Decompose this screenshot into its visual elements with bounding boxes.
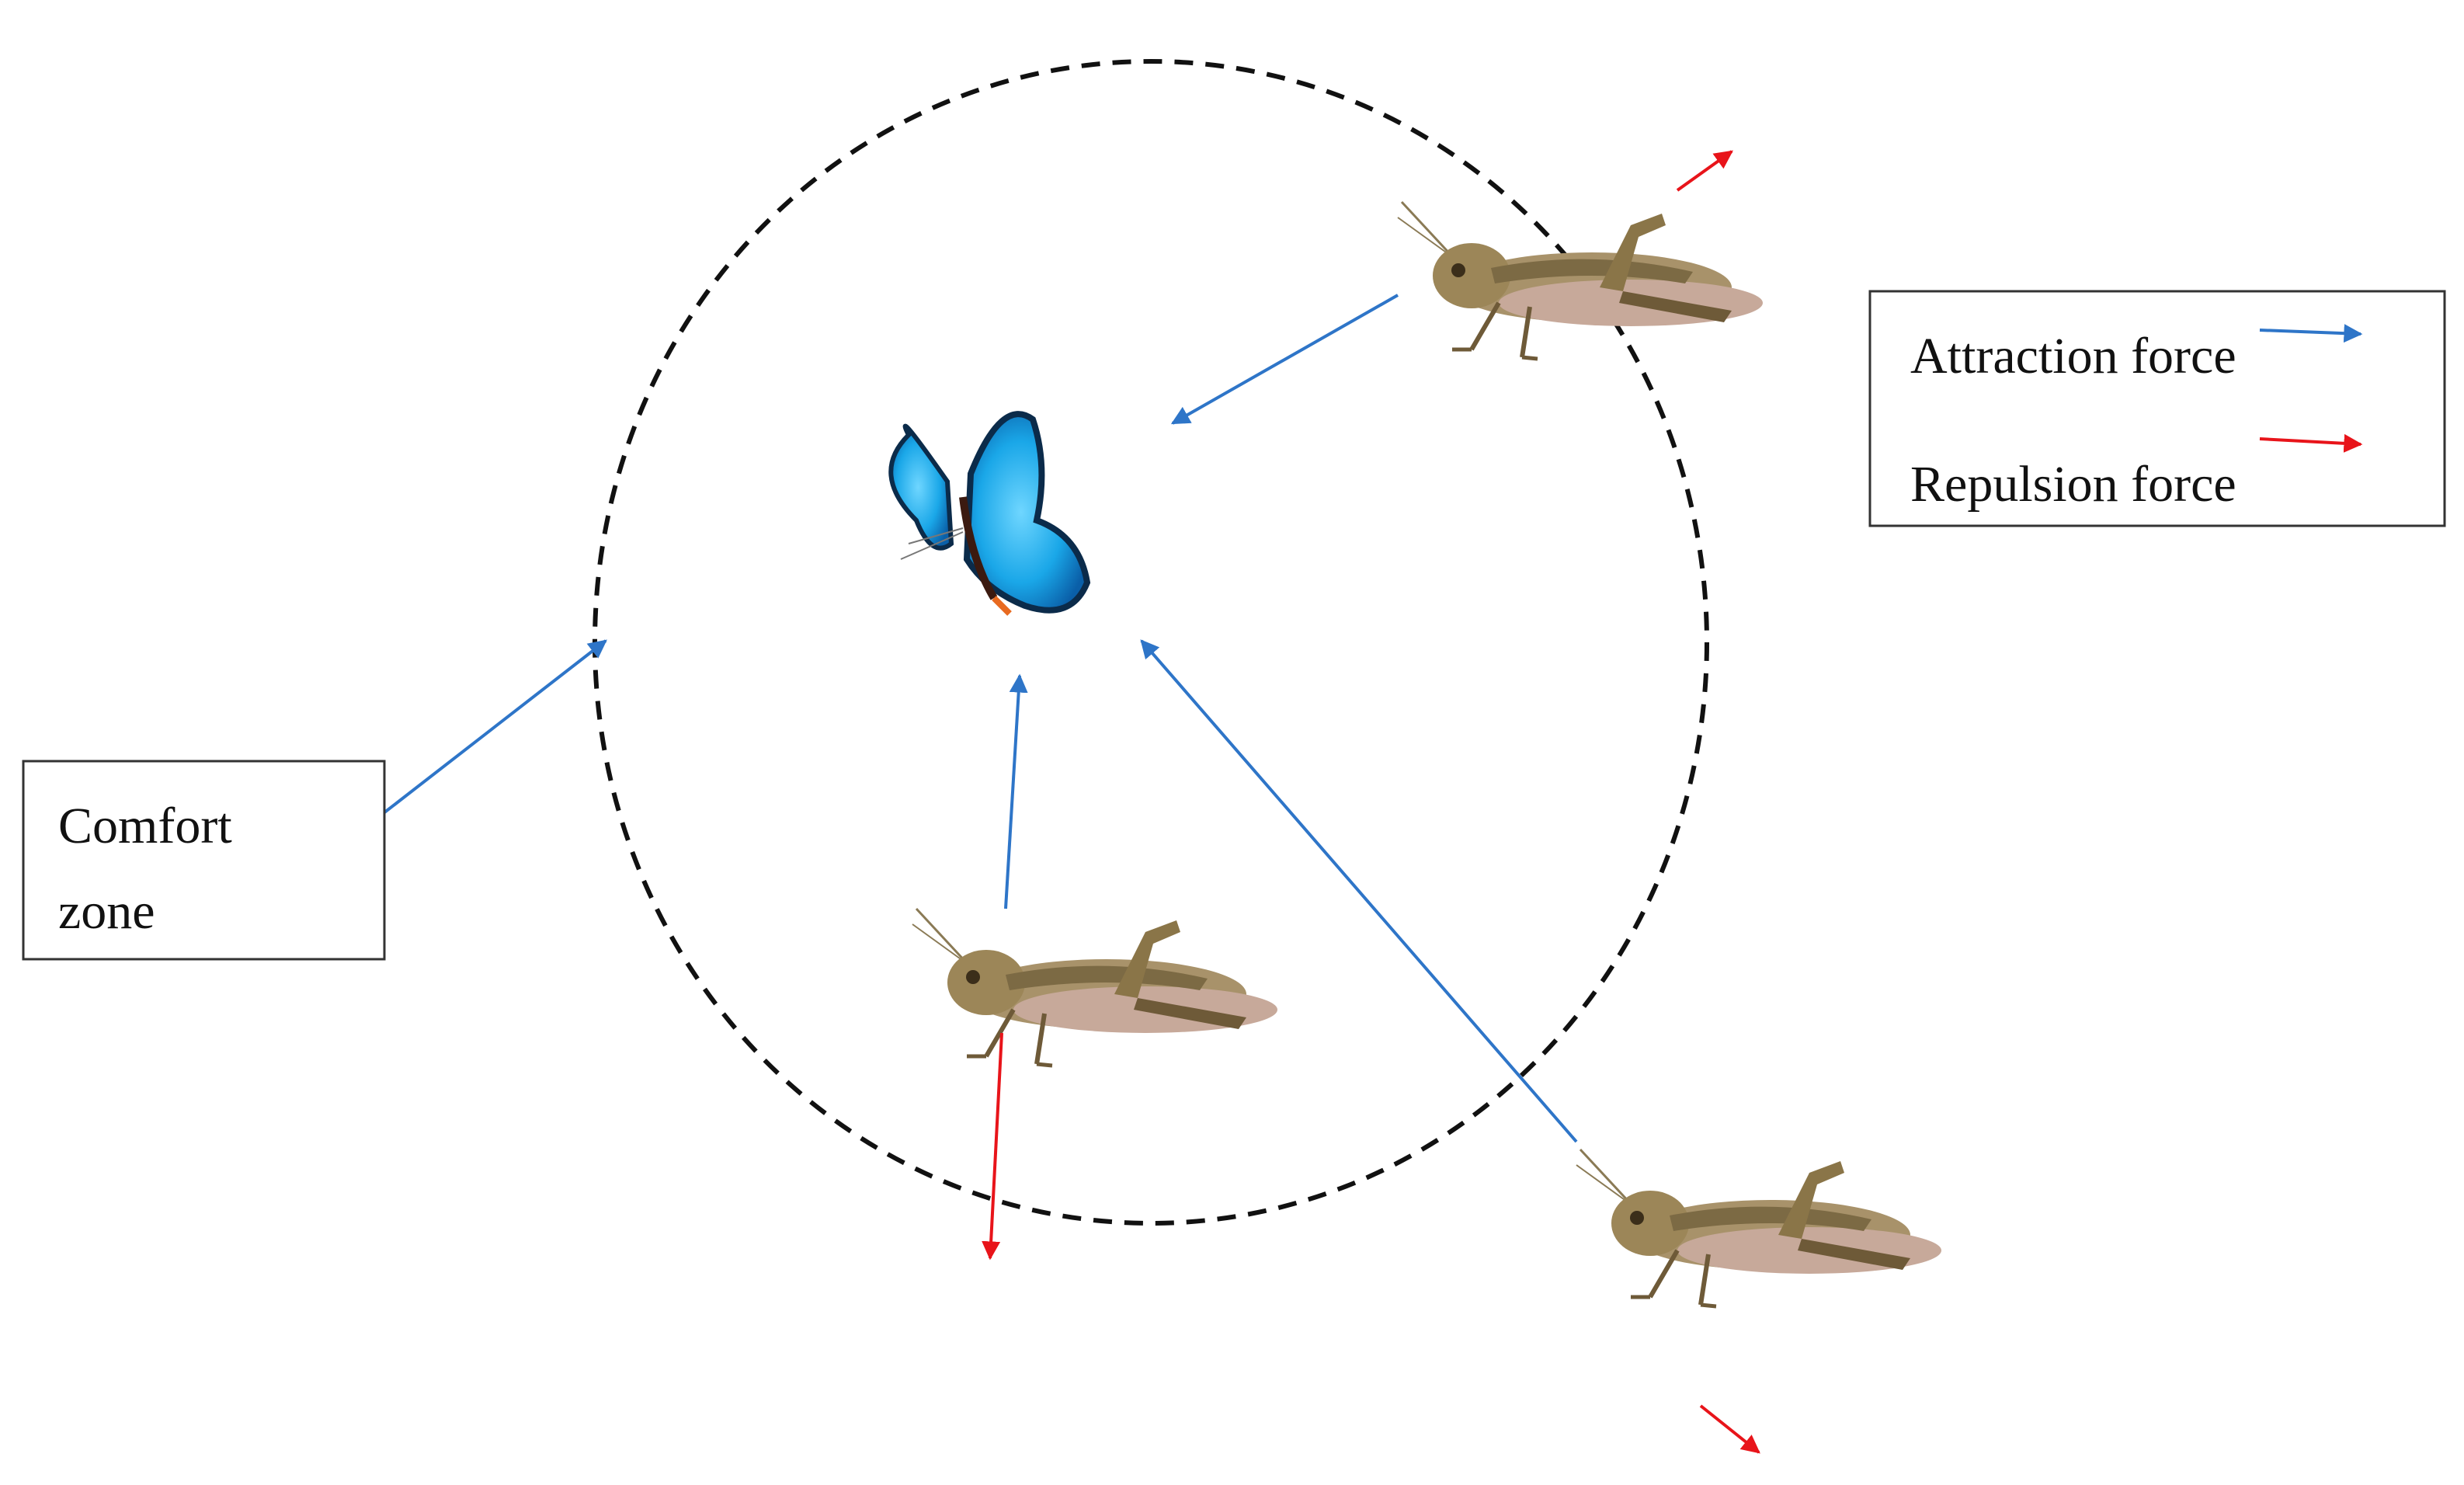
attraction-arrow-bottom-right: [1140, 639, 1578, 1143]
legend-attraction-label: Attraction force: [1910, 328, 2236, 384]
comfort-zone-box: [22, 760, 386, 961]
comfort-zone-label-line1: Comfort: [58, 798, 232, 854]
comfort-zone-pointer-arrow: [379, 639, 607, 817]
repulsion-arrow-top-right: [1676, 150, 1733, 192]
repulsion-arrow-bottom-left: [982, 1032, 1003, 1261]
legend-attraction-swatch: [2259, 324, 2363, 343]
attraction-arrow-bottom-left: [1004, 673, 1028, 909]
butterfly-image: [888, 411, 1091, 616]
legend-repulsion-swatch: [2259, 433, 2363, 453]
grasshopper-bottom-left-image: [912, 909, 1277, 1066]
comfort-zone-circle: [593, 59, 1709, 1226]
repulsion-arrow-bottom-right: [1699, 1404, 1760, 1454]
grasshopper-bottom-right-image: [1576, 1149, 1941, 1306]
comfort-zone-label-line2: zone: [58, 883, 155, 940]
attraction-arrow-top-right: [1170, 294, 1399, 425]
legend-repulsion-label: Repulsion force: [1910, 456, 2236, 513]
legend: Attraction force Repulsion force: [1868, 290, 2446, 527]
grasshopper-top-right-image: [1398, 202, 1763, 359]
